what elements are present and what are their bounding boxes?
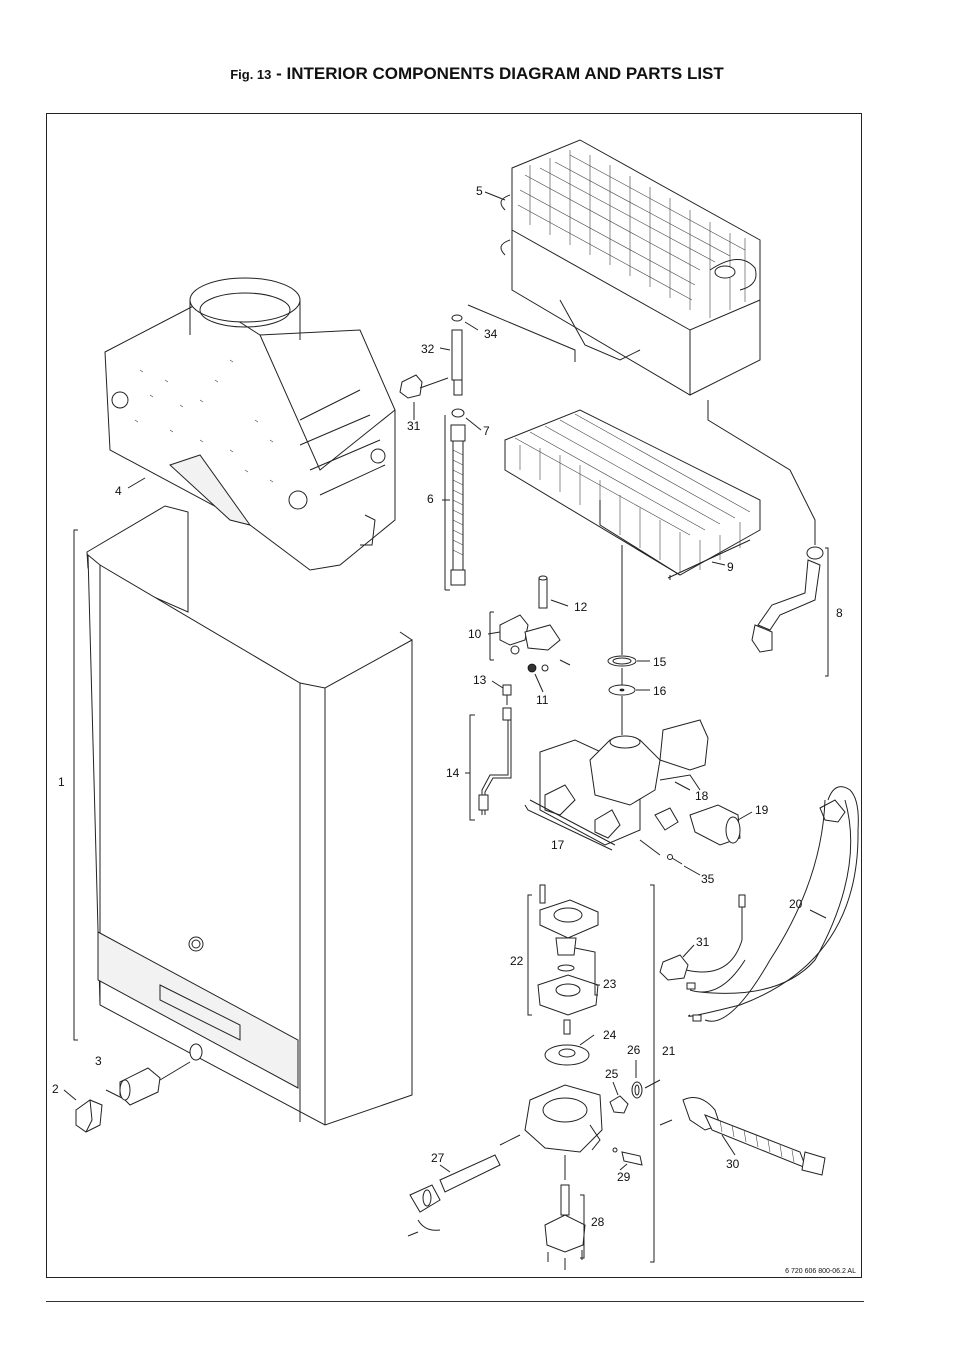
- diagram-frame: [46, 113, 862, 1278]
- callout-16: 16: [653, 684, 667, 698]
- gas-valve-part-18: [654, 719, 709, 831]
- figure-title: INTERIOR COMPONENTS DIAGRAM AND PARTS LI…: [286, 64, 724, 83]
- footer-rule: [46, 1301, 864, 1302]
- spindle-part-27: [407, 1154, 501, 1237]
- callout-labels: 5 4 1 3 2 34 32 31 7 6 9 8 12 10 15 13 1…: [52, 184, 843, 1229]
- callout-32: 32: [421, 342, 435, 356]
- filter-part-25: [609, 1095, 629, 1114]
- thermocouple-tip-part-12: [538, 575, 548, 609]
- callout-2: 2: [52, 1082, 59, 1096]
- callout-9: 9: [727, 560, 734, 574]
- page-title: Fig. 13 - INTERIOR COMPONENTS DIAGRAM AN…: [0, 64, 954, 84]
- callout-7: 7: [483, 424, 490, 438]
- knob-part-2: [75, 1099, 103, 1133]
- outlet-part-28: [544, 1155, 586, 1270]
- screw-part-35: [639, 839, 683, 865]
- injector-part-13: [502, 684, 512, 721]
- burner-part: [504, 409, 761, 580]
- callout-26: 26: [627, 1043, 641, 1057]
- pilot-pipe-part-14: [469, 714, 512, 821]
- callout-21: 21: [662, 1044, 676, 1058]
- callout-4: 4: [115, 484, 122, 498]
- diaphragm-part-24: [544, 1019, 590, 1066]
- hood-part: [104, 277, 396, 571]
- pressure-part-19: [689, 804, 741, 846]
- callout-34: 34: [484, 327, 498, 341]
- callout-12: 12: [574, 600, 588, 614]
- callout-20: 20: [789, 897, 803, 911]
- washer-part-15: [607, 655, 637, 667]
- callout-8: 8: [836, 606, 843, 620]
- hose-part-30: [644, 1079, 826, 1176]
- callout-24: 24: [603, 1028, 617, 1042]
- callout-28: 28: [591, 1215, 605, 1229]
- callout-5: 5: [476, 184, 483, 198]
- bracket-part-21: [650, 884, 655, 1263]
- pilot-assembly-part-10: [489, 611, 561, 661]
- callout-29: 29: [617, 1170, 631, 1184]
- gas-valve-part-17: [524, 735, 701, 851]
- diaphragm-cover-part-22: [527, 884, 599, 1016]
- callout-35: 35: [701, 872, 715, 886]
- sensor-part-31-lower: [659, 894, 746, 1022]
- venturi-part-23: [537, 947, 599, 1016]
- electrode-part-11: [527, 659, 571, 673]
- callout-30: 30: [726, 1157, 740, 1171]
- callout-23: 23: [603, 977, 617, 991]
- water-valve-body: [499, 1084, 603, 1153]
- o-ring-part-26: [631, 1081, 643, 1099]
- figure-number: Fig. 13: [230, 67, 272, 82]
- valve-part-29: [612, 1147, 643, 1166]
- spindle-part-3: [119, 1061, 191, 1106]
- water-pipe-part: [444, 304, 576, 591]
- bracket-part-1: [73, 529, 78, 1041]
- title-separator: -: [271, 64, 287, 83]
- drawing-code: 6 720 606 800-06.2 AL: [785, 1268, 856, 1275]
- callout-31-upper: 31: [407, 419, 421, 433]
- harness-part-20: [688, 786, 859, 1022]
- gas-connection-part-8: [707, 400, 829, 677]
- callout-17: 17: [551, 838, 565, 852]
- callout-13: 13: [473, 673, 487, 687]
- front-casing-part: [86, 505, 413, 1126]
- callout-25: 25: [605, 1067, 619, 1081]
- callout-6: 6: [427, 492, 434, 506]
- callout-1: 1: [58, 775, 65, 789]
- heat-exchanger-part: [500, 139, 761, 396]
- sensor-part-31-upper: [399, 374, 449, 399]
- callout-3: 3: [95, 1054, 102, 1068]
- callout-14: 14: [446, 766, 460, 780]
- callout-11: 11: [536, 693, 549, 707]
- callout-18: 18: [695, 789, 709, 803]
- callout-31-lower: 31: [696, 935, 710, 949]
- callout-27: 27: [431, 1151, 445, 1165]
- callout-15: 15: [653, 655, 667, 669]
- callout-19: 19: [755, 803, 769, 817]
- callout-22: 22: [510, 954, 524, 968]
- leader-lines: [63, 191, 827, 1173]
- callout-10: 10: [468, 627, 482, 641]
- washer-part-16: [608, 684, 636, 696]
